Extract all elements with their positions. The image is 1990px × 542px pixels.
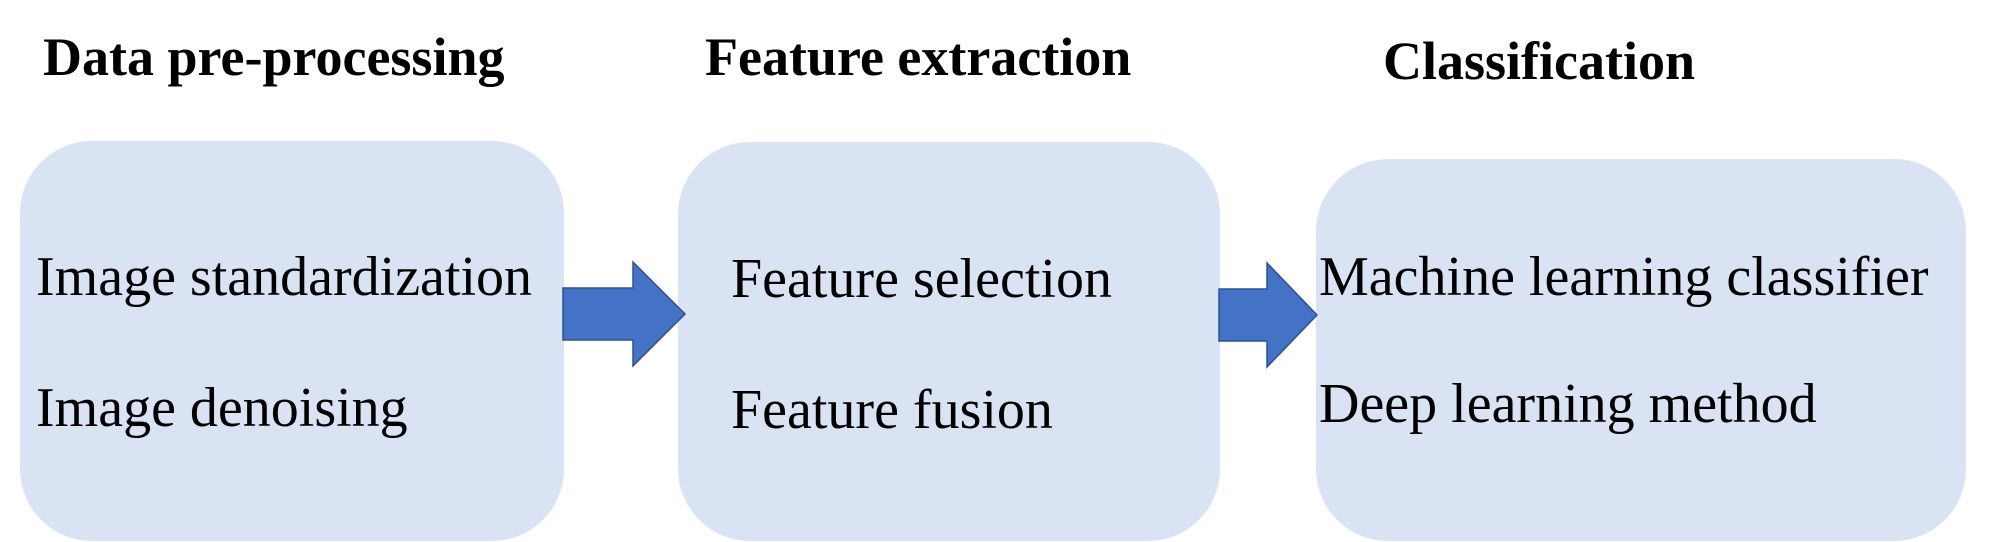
stage-title-data-preprocessing: Data pre-processing (43, 27, 505, 87)
stage-title-feature-extraction: Feature extraction (705, 27, 1132, 87)
stage-box-data-preprocessing (20, 141, 564, 541)
stage-title-classification: Classification (1383, 31, 1696, 91)
item-feature-fusion: Feature fusion (731, 379, 1053, 441)
item-feature-selection: Feature selection (731, 248, 1112, 310)
item-machine-learning-classifier: Machine learning classifier (1319, 246, 1929, 308)
stage-box-feature-extraction (678, 142, 1220, 541)
item-image-denoising: Image denoising (36, 377, 408, 439)
right-block-arrow-icon (1218, 261, 1319, 369)
right-block-arrow-icon (562, 260, 687, 368)
item-image-standardization: Image standardization (36, 246, 533, 308)
item-deep-learning-method: Deep learning method (1319, 373, 1817, 435)
stage-box-classification (1316, 159, 1966, 541)
